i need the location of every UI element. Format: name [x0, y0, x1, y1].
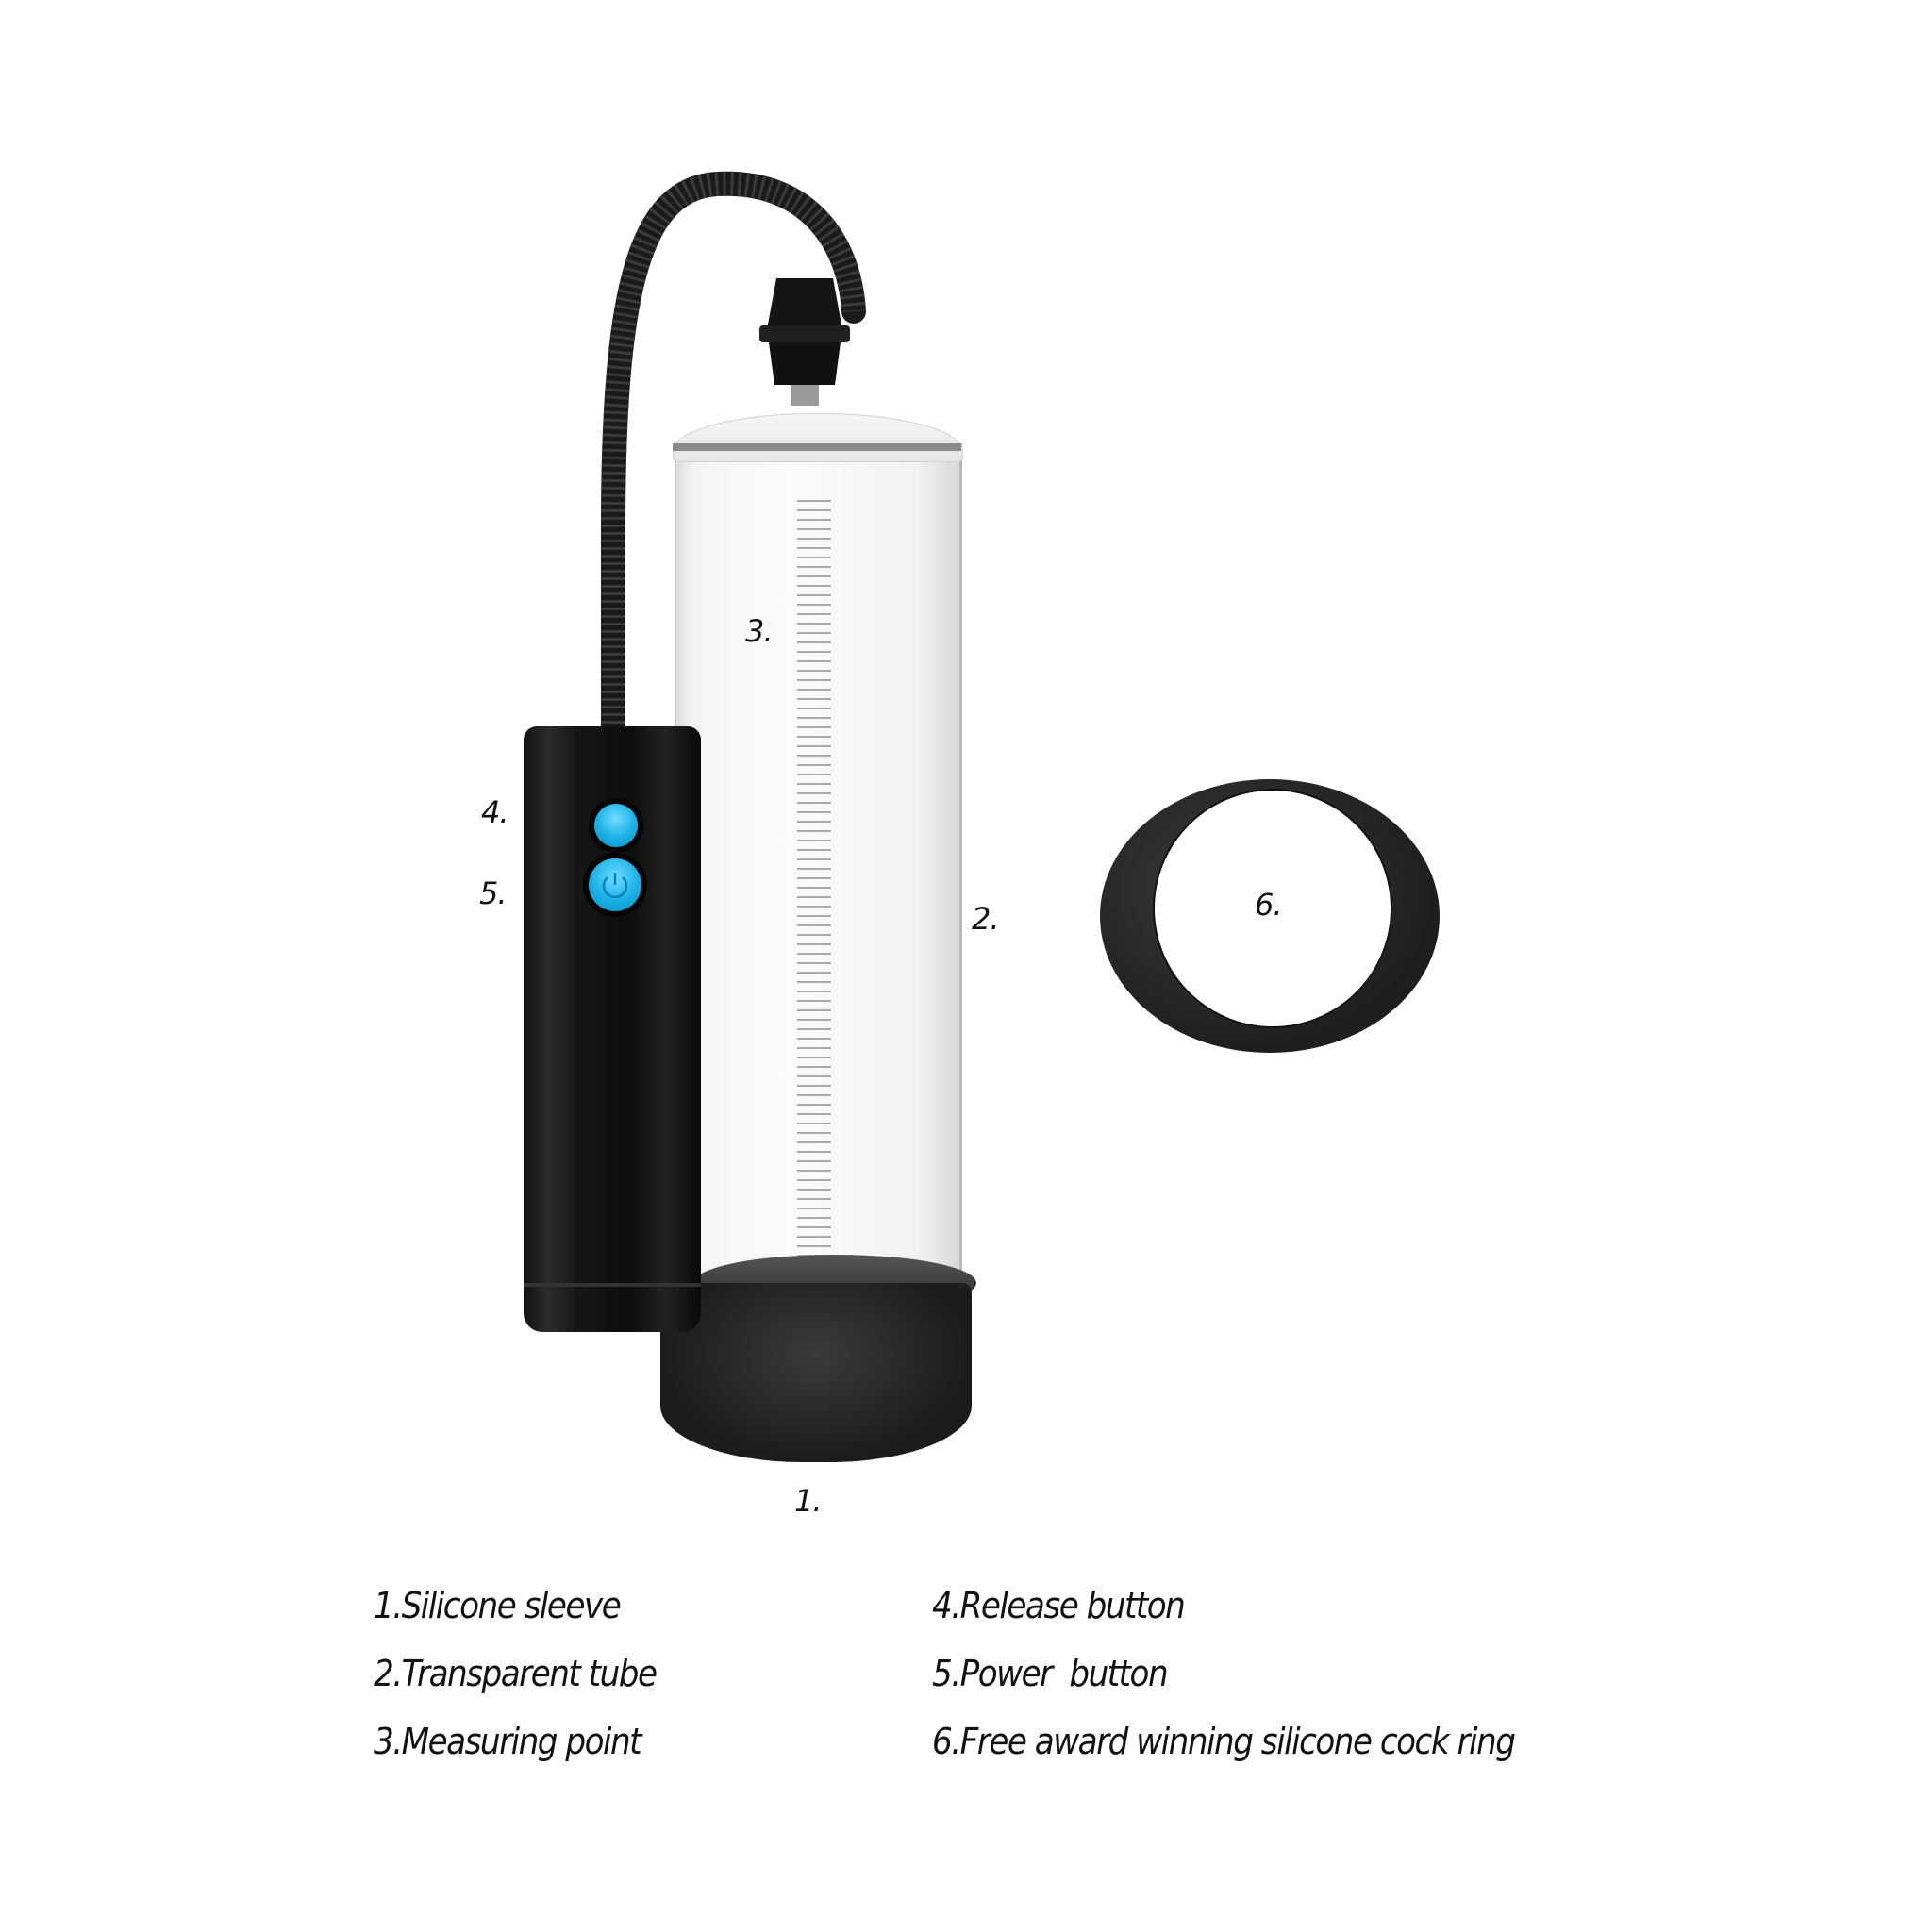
measuring-scale — [797, 500, 831, 1321]
power-icon — [602, 873, 628, 899]
callout-5: 5. — [479, 875, 508, 911]
tube-cap-band — [673, 443, 961, 451]
callout-6: 6. — [1255, 887, 1283, 923]
power-button[interactable] — [589, 858, 641, 911]
handle-band — [524, 1283, 701, 1287]
callout-2: 2. — [972, 901, 1000, 937]
legend-item-2: 2.Transparent tube — [374, 1653, 658, 1694]
callout-1: 1. — [794, 1483, 823, 1519]
silicone-sleeve — [660, 1283, 972, 1462]
tube-cap — [673, 413, 963, 462]
legend-item-6: 6.Free award winning silicone cock ring — [932, 1721, 1516, 1762]
legend-item-4: 4.Release button — [932, 1585, 1186, 1626]
legend-item-5: 5.Power button — [932, 1653, 1169, 1694]
callout-4: 4. — [481, 794, 509, 830]
callout-3: 3. — [745, 613, 774, 649]
hose-connector — [765, 278, 844, 340]
legend-item-1: 1.Silicone sleeve — [374, 1585, 622, 1626]
release-button[interactable] — [594, 804, 638, 847]
silicone-ring-hole — [1153, 789, 1392, 1028]
legend-item-3: 3.Measuring point — [374, 1721, 642, 1762]
